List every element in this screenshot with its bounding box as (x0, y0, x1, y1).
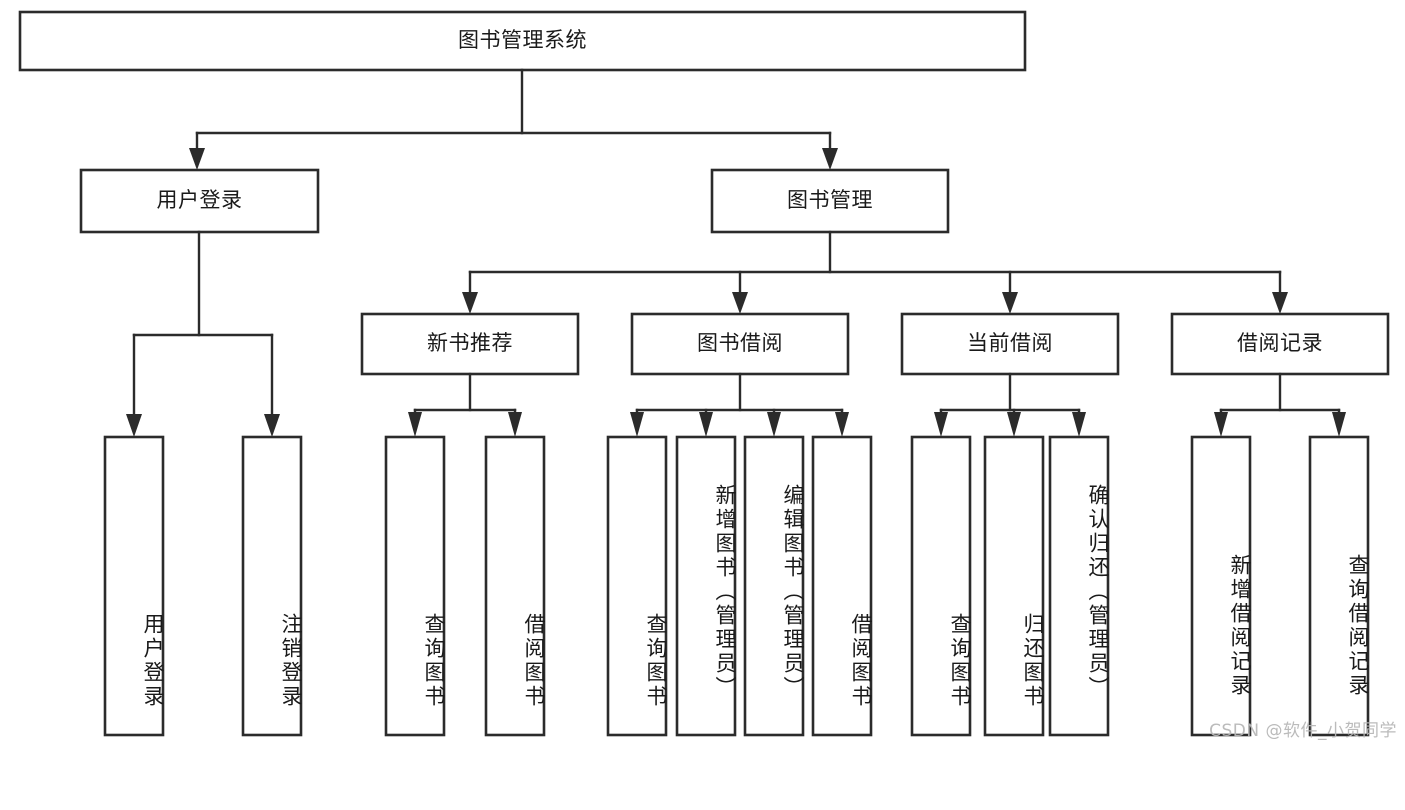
arrow-to-book-borrow (732, 292, 748, 314)
arrow-to-book-manage (822, 148, 838, 170)
arrow-to-leaf-query-book-1 (408, 412, 422, 437)
box-leaf-confirm-return-admin[interactable] (1048, 435, 1110, 737)
box-user-login[interactable] (79, 168, 320, 234)
arrow-to-leaf-return-book (1007, 412, 1021, 437)
box-leaf-return-book[interactable] (983, 435, 1045, 737)
arrow-to-new-book-recommend (462, 292, 478, 314)
arrow-to-leaf-confirm-return-admin (1072, 412, 1086, 437)
box-borrow-record[interactable] (1170, 312, 1390, 376)
box-book-borrow[interactable] (630, 312, 850, 376)
diagram-canvas: 图书管理系统 用户登录 图书管理 新书推荐 图书借阅 当前借阅 借阅记录 用户登… (18, 10, 1397, 741)
box-leaf-edit-book-admin[interactable] (743, 435, 805, 737)
flow-diagram-svg (18, 10, 1390, 737)
box-leaf-add-book-admin[interactable] (675, 435, 737, 737)
arrow-to-leaf-query-borrow-record (1332, 412, 1346, 437)
box-leaf-add-borrow-record[interactable] (1190, 435, 1252, 737)
box-leaf-borrow-book-1[interactable] (484, 435, 546, 737)
arrow-to-borrow-record (1272, 292, 1288, 314)
box-leaf-user-login[interactable] (103, 435, 165, 737)
arrow-to-leaf-query-book-2 (630, 412, 644, 437)
box-leaf-query-book-3[interactable] (910, 435, 972, 737)
box-leaf-query-book-1[interactable] (384, 435, 446, 737)
arrow-to-leaf-user-logout (264, 414, 280, 437)
box-current-borrow[interactable] (900, 312, 1120, 376)
box-leaf-query-borrow-record[interactable] (1308, 435, 1370, 737)
arrow-to-leaf-query-book-3 (934, 412, 948, 437)
csdn-watermark: CSDN @软件_小贺同学 (1209, 721, 1397, 741)
box-leaf-borrow-book-2[interactable] (811, 435, 873, 737)
arrow-to-user-login (189, 148, 205, 170)
arrow-to-leaf-borrow-book-2 (835, 412, 849, 437)
arrowheads-layer (126, 148, 1346, 437)
box-book-manage[interactable] (710, 168, 950, 234)
node-boxes-layer (18, 10, 1390, 737)
box-leaf-user-logout[interactable] (241, 435, 303, 737)
arrow-to-leaf-add-book-admin (699, 412, 713, 437)
arrow-to-leaf-edit-book-admin (767, 412, 781, 437)
box-new-book-recommend[interactable] (360, 312, 580, 376)
box-root[interactable] (18, 10, 1027, 72)
box-leaf-query-book-2[interactable] (606, 435, 668, 737)
arrow-to-leaf-add-borrow-record (1214, 412, 1228, 437)
arrow-to-leaf-user-login (126, 414, 142, 437)
arrow-to-leaf-borrow-book-1 (508, 412, 522, 437)
arrow-to-current-borrow (1002, 292, 1018, 314)
